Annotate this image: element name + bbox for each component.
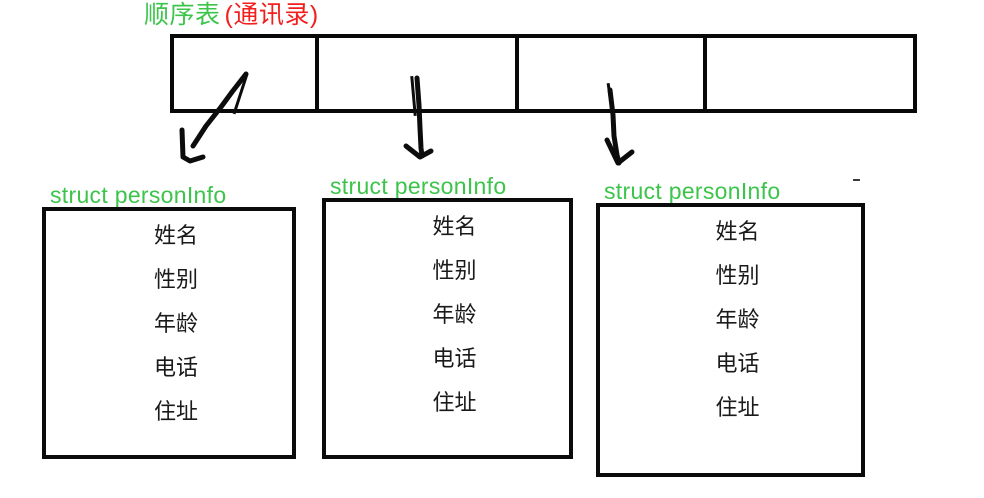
- struct-field: 电话: [715, 351, 760, 376]
- seq-cell-divider-1: [315, 38, 319, 109]
- struct-box-2: 姓名 性别 年龄 电话 住址: [322, 198, 573, 459]
- struct-field: 性别: [153, 267, 198, 292]
- struct-field: 性别: [715, 263, 760, 288]
- struct-field: 年龄: [432, 302, 477, 327]
- struct-field: 姓名: [153, 223, 198, 248]
- page-subtitle: (通讯录): [224, 1, 319, 29]
- diagram-title: 顺序表(通讯录): [144, 0, 319, 30]
- struct-label-3: struct personInfo: [604, 178, 781, 204]
- struct-field: 住址: [715, 395, 760, 420]
- struct-box-3: 姓名 性别 年龄 电话 住址: [596, 203, 865, 477]
- seq-cell-stub-2: [410, 75, 417, 117]
- struct-field: 住址: [153, 399, 198, 424]
- stray-tick-mark: [853, 179, 860, 181]
- struct-field: 性别: [432, 258, 477, 283]
- struct-label-1: struct personInfo: [50, 182, 227, 208]
- struct-field: 住址: [432, 390, 477, 415]
- struct-field: 电话: [432, 346, 477, 371]
- page-title: 顺序表: [144, 1, 221, 29]
- struct-box-1: 姓名 性别 年龄 电话 住址: [42, 207, 296, 459]
- seq-list-table: [170, 34, 917, 118]
- seq-cell-stub-1: [232, 73, 249, 115]
- struct-field: 年龄: [715, 307, 760, 332]
- seq-cell-divider-3: [703, 38, 707, 109]
- struct-field: 年龄: [153, 311, 198, 336]
- struct-label-2: struct personInfo: [330, 173, 507, 199]
- struct-field: 电话: [153, 355, 198, 380]
- seq-cell-stub-3: [606, 82, 615, 118]
- struct-field: 姓名: [715, 219, 760, 244]
- struct-field: 姓名: [432, 214, 477, 239]
- seq-cell-divider-2: [515, 38, 519, 109]
